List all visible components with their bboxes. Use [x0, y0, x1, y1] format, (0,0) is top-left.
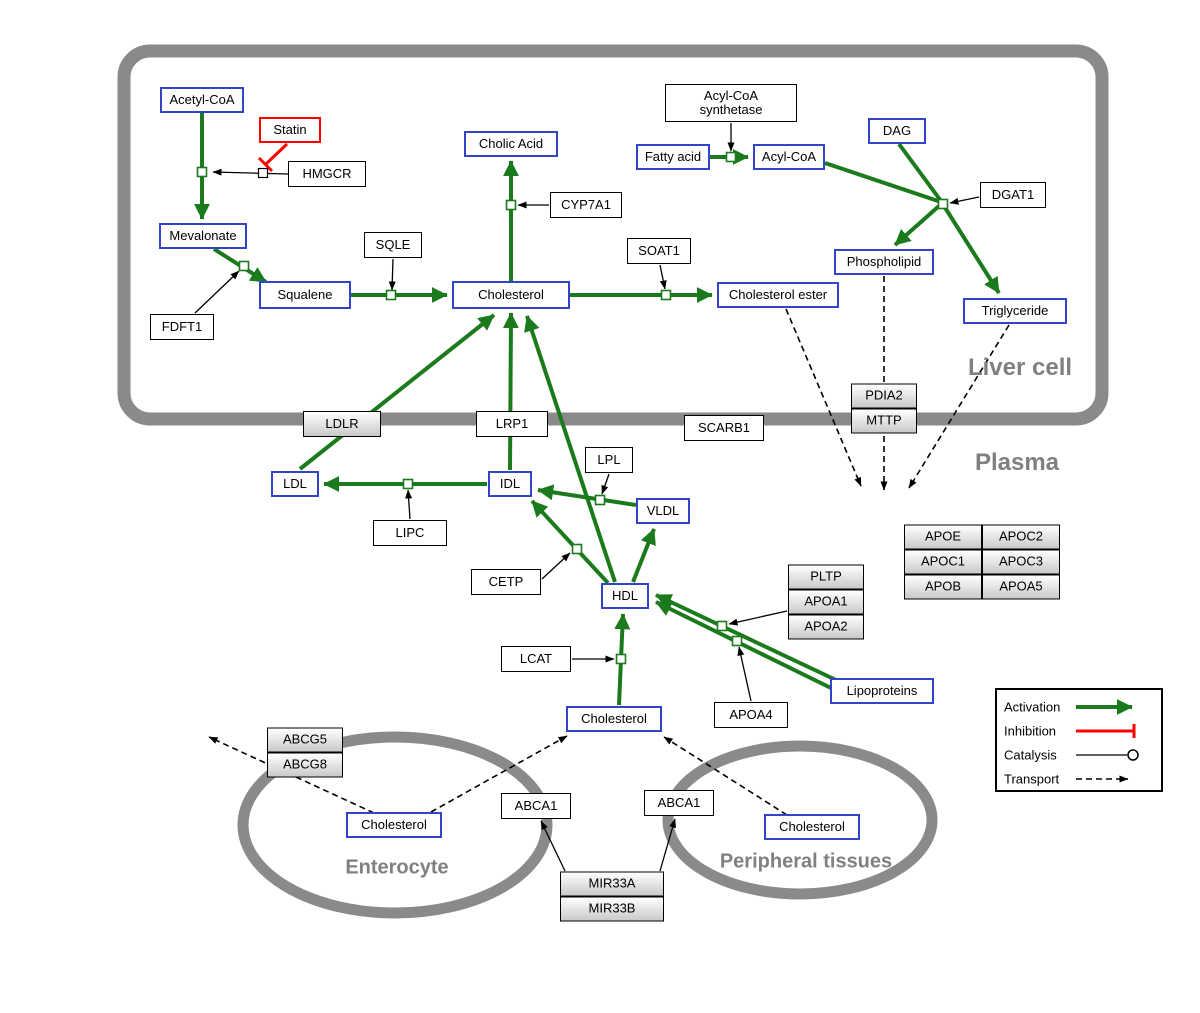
- node-vldl[interactable]: VLDL: [636, 498, 690, 524]
- node-acetyl-coa[interactable]: Acetyl-CoA: [160, 87, 244, 113]
- legend-inhibition-label: Inhibition: [1004, 723, 1057, 739]
- enterocyte-label: Enterocyte: [345, 856, 449, 879]
- node-lipoproteins[interactable]: Lipoproteins: [830, 678, 934, 704]
- node-ldlr[interactable]: LDLR: [303, 411, 381, 437]
- node-hdl[interactable]: HDL: [601, 583, 649, 609]
- node-idl[interactable]: IDL: [488, 471, 532, 497]
- node-dag[interactable]: DAG: [868, 118, 926, 144]
- hmgcr-statin-junction: [257, 167, 269, 179]
- node-squalene[interactable]: Squalene: [259, 281, 351, 309]
- node-apoa2[interactable]: APOA2: [788, 614, 864, 640]
- edge-cetp-catalysis: [541, 552, 571, 580]
- edge-lipoproteins-hdl-upper: [655, 593, 837, 682]
- edge-dag-junction: [897, 142, 943, 203]
- plasma-label: Plasma: [974, 449, 1060, 476]
- node-triglyceride[interactable]: Triglyceride: [963, 298, 1067, 324]
- edge-sqle-catalysis: [388, 258, 396, 291]
- edge-lipc-catalysis: [405, 489, 413, 520]
- activation-edges: [194, 113, 1001, 706]
- node-abca1-left[interactable]: ABCA1: [501, 793, 571, 819]
- node-sqle[interactable]: SQLE: [364, 232, 422, 258]
- edge-dgat1-catalysis: [949, 196, 980, 205]
- node-abcg5[interactable]: ABCG5: [267, 727, 343, 753]
- edge-hdl-cholesterol: [524, 315, 617, 583]
- edge-ldl-cholesterol: [298, 313, 496, 471]
- edge-junction-triglyceride: [942, 204, 1001, 295]
- edge-statin-inhibition: [264, 142, 289, 166]
- node-abcg8[interactable]: ABCG8: [267, 752, 343, 778]
- catalysis-edges: [194, 123, 980, 872]
- edge-mir33-abca1-right: [659, 818, 677, 872]
- edge-apoastack-catalysis: [728, 610, 788, 626]
- legend-transport-label: Transport: [1004, 771, 1060, 787]
- node-pltp[interactable]: PLTP: [788, 564, 864, 590]
- node-lpl[interactable]: LPL: [585, 447, 633, 473]
- node-apoa5[interactable]: APOA5: [982, 574, 1060, 600]
- node-lipc[interactable]: LIPC: [373, 520, 447, 546]
- node-cholesterol-peripheral[interactable]: Cholesterol: [764, 814, 860, 840]
- node-abca1-right[interactable]: ABCA1: [644, 790, 714, 816]
- node-mir33b[interactable]: MIR33B: [560, 896, 664, 922]
- edge-fdft1-catalysis: [194, 270, 240, 314]
- node-apoe[interactable]: APOE: [904, 524, 982, 550]
- node-cholesterol-plasma[interactable]: Cholesterol: [566, 706, 662, 732]
- statin-inhibition-tbar: [257, 156, 274, 173]
- node-cholesterol-liver[interactable]: Cholesterol: [452, 281, 570, 309]
- legend-activation-label: Activation: [1004, 699, 1061, 715]
- node-lrp1[interactable]: LRP1: [476, 411, 548, 437]
- node-cetp[interactable]: CETP: [471, 569, 541, 595]
- node-scarb1[interactable]: SCARB1: [684, 415, 764, 441]
- node-dgat1[interactable]: DGAT1: [980, 182, 1046, 208]
- edge-triglyceride-plasma: [908, 324, 1010, 489]
- edge-peripheral-cholesterol-plasma: [663, 736, 788, 816]
- node-apoa1[interactable]: APOA1: [788, 589, 864, 615]
- node-lcat[interactable]: LCAT: [501, 646, 571, 672]
- node-phospholipid[interactable]: Phospholipid: [834, 249, 934, 275]
- node-ldl[interactable]: LDL: [271, 471, 319, 497]
- node-mttp[interactable]: MTTP: [851, 408, 917, 434]
- node-fatty-acid[interactable]: Fatty acid: [636, 144, 710, 170]
- edge-lipoproteins-hdl-lower: [655, 600, 834, 691]
- edge-hdl-vldl: [631, 528, 656, 583]
- node-cholesterol-enterocyte[interactable]: Cholesterol: [346, 812, 442, 838]
- liver-cell-compartment: [117, 44, 1109, 426]
- node-pdia2[interactable]: PDIA2: [851, 383, 917, 409]
- edge-enterocyte-cholesterol-plasma: [430, 735, 568, 813]
- edge-apoa4-catalysis: [737, 646, 752, 702]
- legend-catalysis-circle: [1127, 749, 1139, 761]
- node-apob[interactable]: APOB: [904, 574, 982, 600]
- edge-lpl-catalysis: [601, 473, 610, 495]
- inhibition-edge-statin: [257, 142, 289, 173]
- node-cyp7a1[interactable]: CYP7A1: [550, 192, 622, 218]
- node-apoc2[interactable]: APOC2: [982, 524, 1060, 550]
- edge-acylcoa-junction: [824, 161, 942, 204]
- anchor-points: [196, 151, 949, 665]
- legend-graphics: [995, 688, 1163, 792]
- edge-soat1-catalysis: [659, 264, 667, 290]
- edge-cholesterolester-plasma: [785, 308, 862, 487]
- node-mevalonate[interactable]: Mevalonate: [159, 223, 247, 249]
- node-apoc3[interactable]: APOC3: [982, 549, 1060, 575]
- node-acyl-coa-synthetase[interactable]: Acyl-CoA synthetase: [665, 84, 797, 122]
- node-soat1[interactable]: SOAT1: [627, 238, 691, 264]
- node-hmgcr[interactable]: HMGCR: [288, 161, 366, 187]
- node-apoc1[interactable]: APOC1: [904, 549, 982, 575]
- edge-idl-cholesterol: [502, 312, 519, 471]
- node-fdft1[interactable]: FDFT1: [150, 314, 214, 340]
- peripheral-tissues-label: Peripheral tissues: [719, 850, 893, 873]
- node-apoa4[interactable]: APOA4: [714, 702, 788, 728]
- node-acyl-coa[interactable]: Acyl-CoA: [753, 144, 825, 170]
- liver-cell-label: Liver cell: [967, 354, 1073, 381]
- node-statin[interactable]: Statin: [259, 117, 321, 143]
- peripheral-tissues-compartment: [662, 740, 938, 900]
- node-cholesterol-ester[interactable]: Cholesterol ester: [717, 282, 839, 308]
- legend-catalysis-label: Catalysis: [1004, 747, 1057, 763]
- edge-hdl-idl-cetp: [530, 499, 610, 585]
- edge-hmgcr-catalysis: [212, 168, 289, 176]
- edge-junction-phospholipid: [893, 204, 941, 247]
- edge-mir33-abca1-left: [540, 820, 566, 872]
- node-cholic-acid[interactable]: Cholic Acid: [464, 131, 558, 157]
- node-mir33a[interactable]: MIR33A: [560, 871, 664, 897]
